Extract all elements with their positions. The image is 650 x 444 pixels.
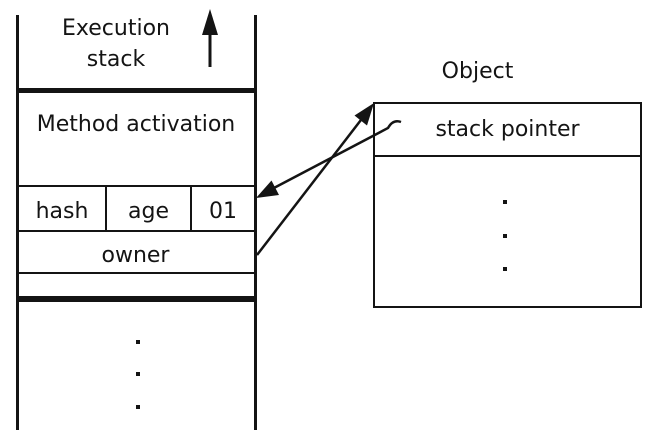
header-cell-age: age [128, 199, 169, 224]
stack-pointer-cell: stack pointer [375, 104, 640, 157]
stack-right-border [254, 15, 257, 430]
stack-thick-divider-top [16, 88, 257, 93]
stack-growth-arrow-icon [202, 9, 218, 67]
stack-thick-divider-bottom [16, 296, 257, 302]
object-title: Object [441, 59, 514, 84]
stack-pointer-label: stack pointer [435, 117, 580, 142]
stack-thin-divider-1 [16, 185, 257, 187]
execution-stack-title: Execution stack [62, 16, 170, 72]
object-box: stack pointer [373, 102, 642, 308]
header-cell-divider-1 [105, 187, 107, 230]
owner-cell: owner [101, 243, 170, 268]
object-ellipsis-dot [503, 200, 507, 204]
stack-thin-divider-2 [16, 230, 257, 232]
header-cell-divider-2 [190, 187, 192, 230]
stack-ellipsis-dot [136, 372, 140, 376]
object-ellipsis-dot [503, 267, 507, 271]
object-ellipsis-dot [503, 234, 507, 238]
stack-left-border [16, 15, 19, 430]
header-cell-hash: hash [35, 199, 89, 224]
header-cell-01: 01 [209, 199, 237, 224]
pointer-arrow-owner-to-object [256, 103, 374, 256]
stack-ellipsis-dot [136, 405, 140, 409]
stack-ellipsis-dot [136, 340, 140, 344]
stack-thin-divider-3 [16, 272, 257, 274]
method-activation-cell: Method activation [36, 112, 236, 137]
